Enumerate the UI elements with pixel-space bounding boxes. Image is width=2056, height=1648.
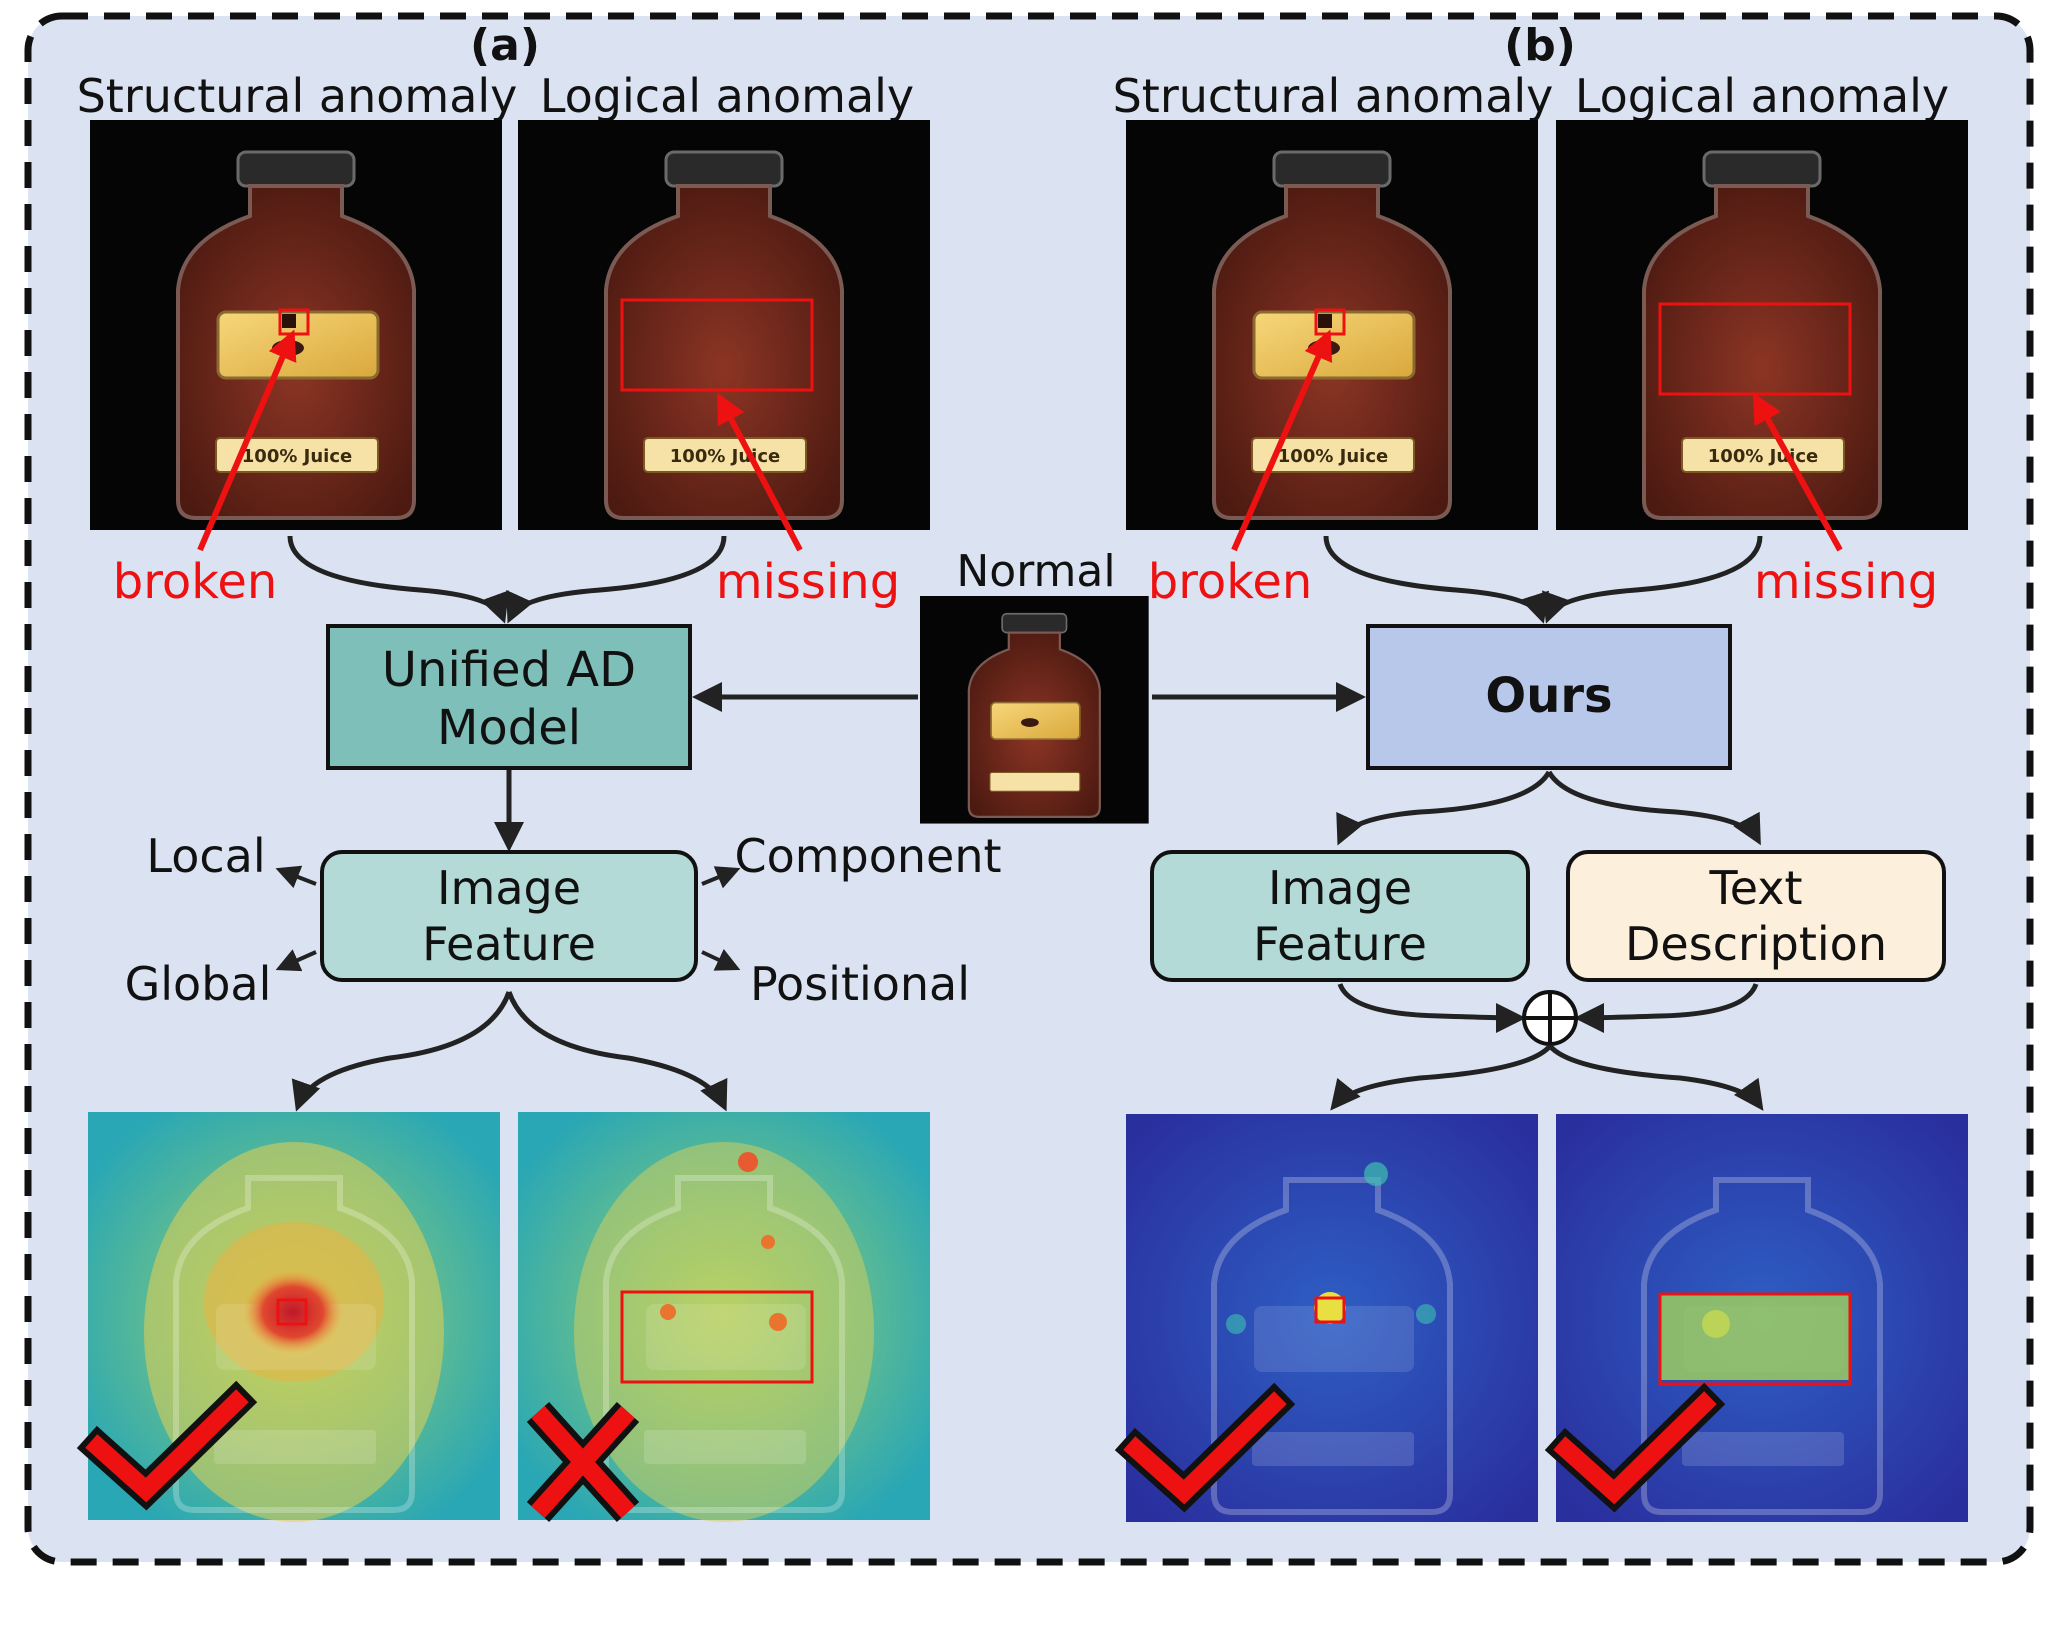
panel-a-missing-label: missing [716, 554, 900, 610]
panel-a-broken-label: broken [113, 554, 278, 610]
unified-model-label-line1: Unified AD [382, 642, 636, 698]
arrow-to-positional [701, 948, 741, 971]
panel-b-structural-heatmap [1114, 1114, 1538, 1522]
broken-pointer-arrow [1231, 329, 1333, 552]
panel-b-structural-photo: 100% Juice [1124, 118, 1540, 532]
text-description-line2: Description [1625, 917, 1887, 971]
panel-b-broken-label: broken [1148, 554, 1313, 610]
text-description-box [1566, 850, 1946, 982]
panel-b-feature-line2: Feature [1253, 917, 1427, 971]
arrow-structural-to-model [287, 535, 509, 624]
panel-a-structural-photo: 100% Juice [88, 118, 504, 532]
arrow-ours-to-image-feature [1336, 770, 1552, 846]
arrow-text-to-fusion [1574, 982, 1759, 1033]
panel-a-logical-heatmap [518, 1112, 930, 1523]
positional-label: Positional [750, 957, 970, 1011]
arrow-structural-to-ours [1323, 535, 1549, 624]
global-label: Global [125, 957, 272, 1011]
cross-mark-icon [526, 1401, 640, 1523]
panel-b-logical-photo: 100% Juice [1554, 118, 1970, 532]
panel-b-logical-heatmap [1544, 1114, 1968, 1522]
arrow-to-local [275, 865, 317, 889]
panel-a-structural-heatmap [76, 1112, 500, 1522]
unified-ad-model-box [326, 624, 692, 770]
panel-a-logical-title: Logical anomaly [540, 69, 914, 123]
component-label: Component [734, 829, 1001, 883]
juice-label-text: 100% Juice [1708, 446, 1818, 467]
arrow-to-global [275, 949, 317, 972]
panel-b-structural-title: Structural anomaly [1113, 69, 1554, 123]
panel-b-logical-title: Logical anomaly [1575, 69, 1949, 123]
juice-label-text: 100% Juice [670, 446, 780, 467]
arrow-feature-to-heatmap-2 [506, 991, 728, 1112]
text-description-line1: Text [1708, 861, 1802, 915]
ours-model-box [1366, 624, 1732, 770]
arrow-logical-to-ours [1542, 535, 1763, 624]
arrow-feature-to-heatmap-1 [291, 991, 512, 1112]
panel-a-image-feature-box [320, 850, 698, 982]
panel-a-feature-line1: Image [437, 861, 581, 915]
normal-label: Normal [956, 546, 1115, 597]
panel-a-feature-line2: Feature [422, 917, 596, 971]
unified-model-label-line2: Model [437, 700, 581, 756]
normal-photo [918, 594, 1150, 825]
juice-label-text: 100% Juice [1278, 446, 1388, 467]
arrow-fusion-to-heatmap-1 [1330, 1044, 1552, 1111]
broken-pointer-arrow [197, 329, 297, 552]
arrow-to-component [701, 866, 741, 889]
arrow-fusion-to-heatmap-2 [1548, 1044, 1764, 1111]
arrow-image-feature-to-fusion [1337, 982, 1526, 1033]
juice-label-text: 100% Juice [242, 446, 352, 467]
arrow-ours-to-text-description [1546, 770, 1761, 846]
ours-model-label: Ours [1485, 668, 1612, 724]
panel-b-feature-line1: Image [1268, 861, 1412, 915]
panel-a-structural-title: Structural anomaly [77, 69, 518, 123]
panel-a-label: (a) [470, 20, 540, 71]
panel-b-label: (b) [1504, 20, 1576, 71]
missing-pointer-arrow [1753, 392, 1843, 552]
missing-pointer-arrow [717, 392, 803, 552]
panel-a-logical-photo: 100% Juice [516, 118, 932, 532]
panel-b-missing-label: missing [1754, 554, 1938, 610]
arrow-logical-to-model [506, 535, 727, 624]
local-label: Local [146, 829, 265, 883]
circle-plus-icon [1522, 990, 1578, 1046]
panel-b-image-feature-box [1150, 850, 1530, 982]
